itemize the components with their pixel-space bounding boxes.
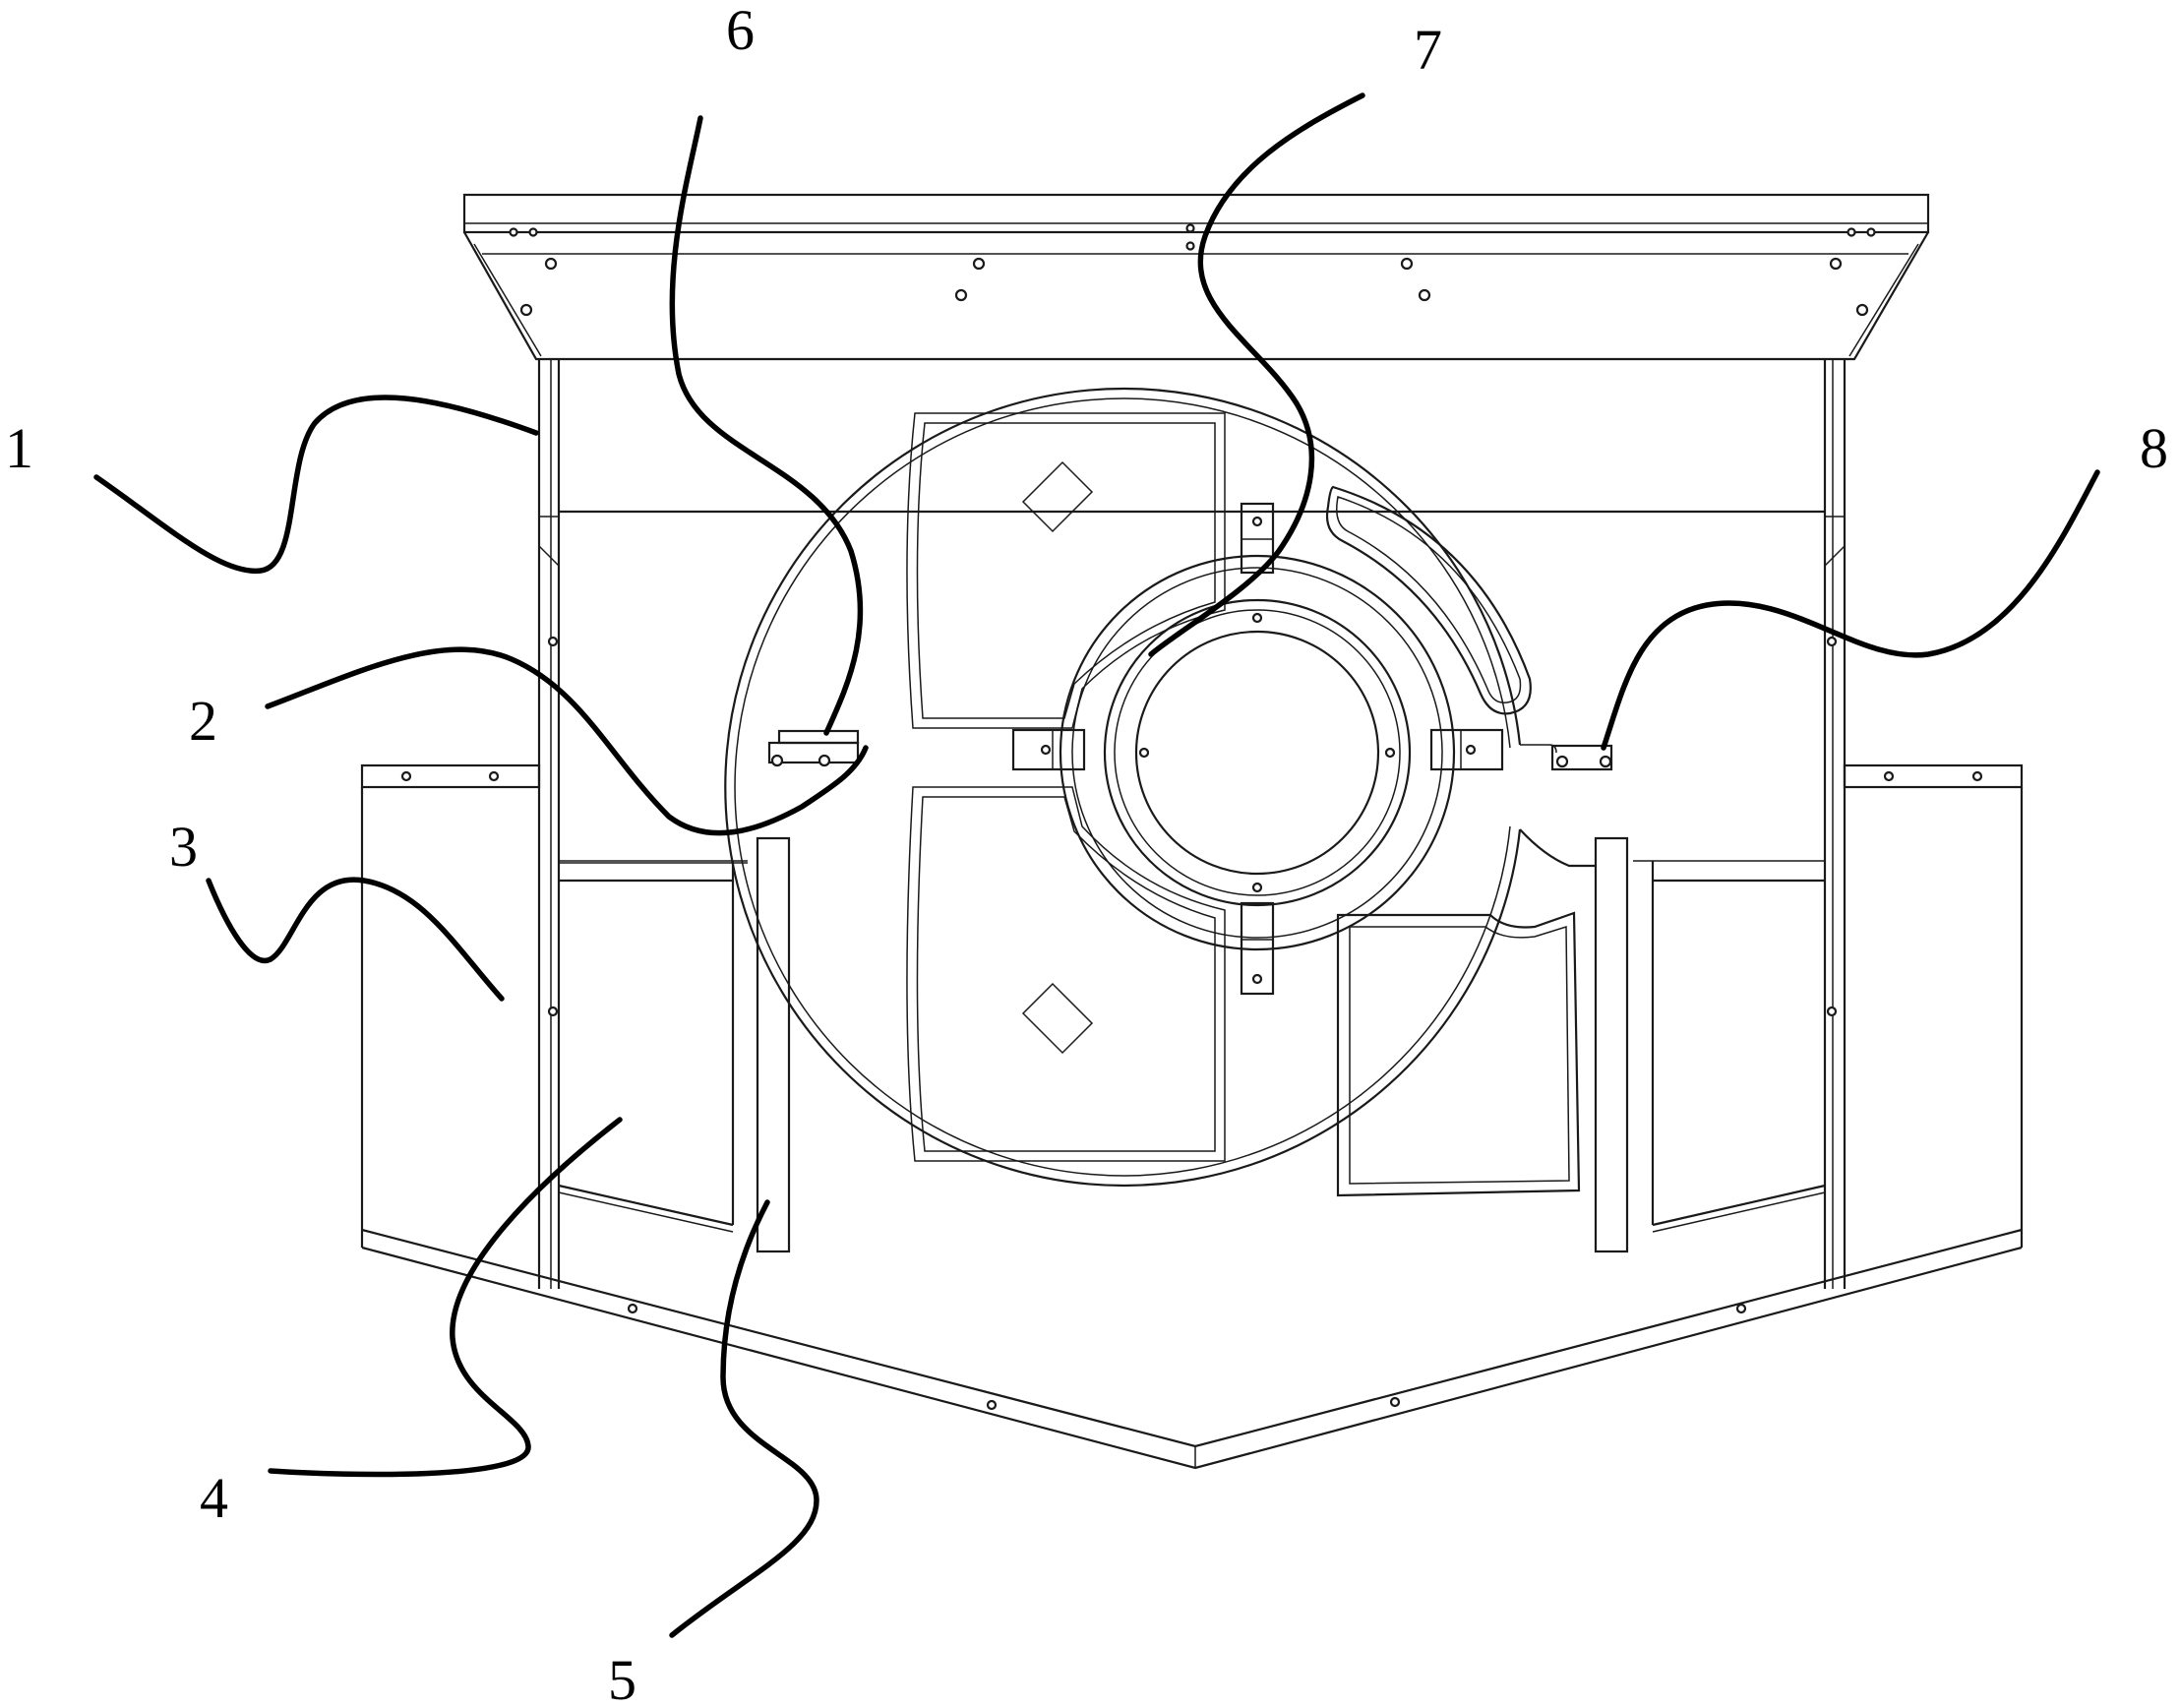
- callout-2: 2: [189, 689, 217, 753]
- callout-7: 7: [1414, 18, 1442, 82]
- right-door: [1596, 838, 1627, 1251]
- callout-4: 4: [200, 1466, 228, 1530]
- right-side-box: [1845, 765, 2022, 1248]
- left-door: [757, 838, 789, 1251]
- callout-1: 1: [5, 416, 33, 480]
- impeller-plate: [725, 389, 1596, 1195]
- callout-6: 6: [726, 0, 755, 62]
- callout-3: 3: [169, 815, 198, 879]
- bottom-tray: [362, 1230, 2022, 1468]
- left-inner-panel: [559, 861, 748, 1232]
- left-hinge-bracket: [769, 731, 858, 765]
- right-inner-panel: [1653, 861, 1825, 1232]
- left-side-box: [362, 765, 539, 1248]
- callout-8: 8: [2140, 416, 2168, 480]
- top-hood: [464, 195, 1928, 359]
- callout-5: 5: [608, 1648, 636, 1708]
- housing-body: [539, 360, 1845, 1289]
